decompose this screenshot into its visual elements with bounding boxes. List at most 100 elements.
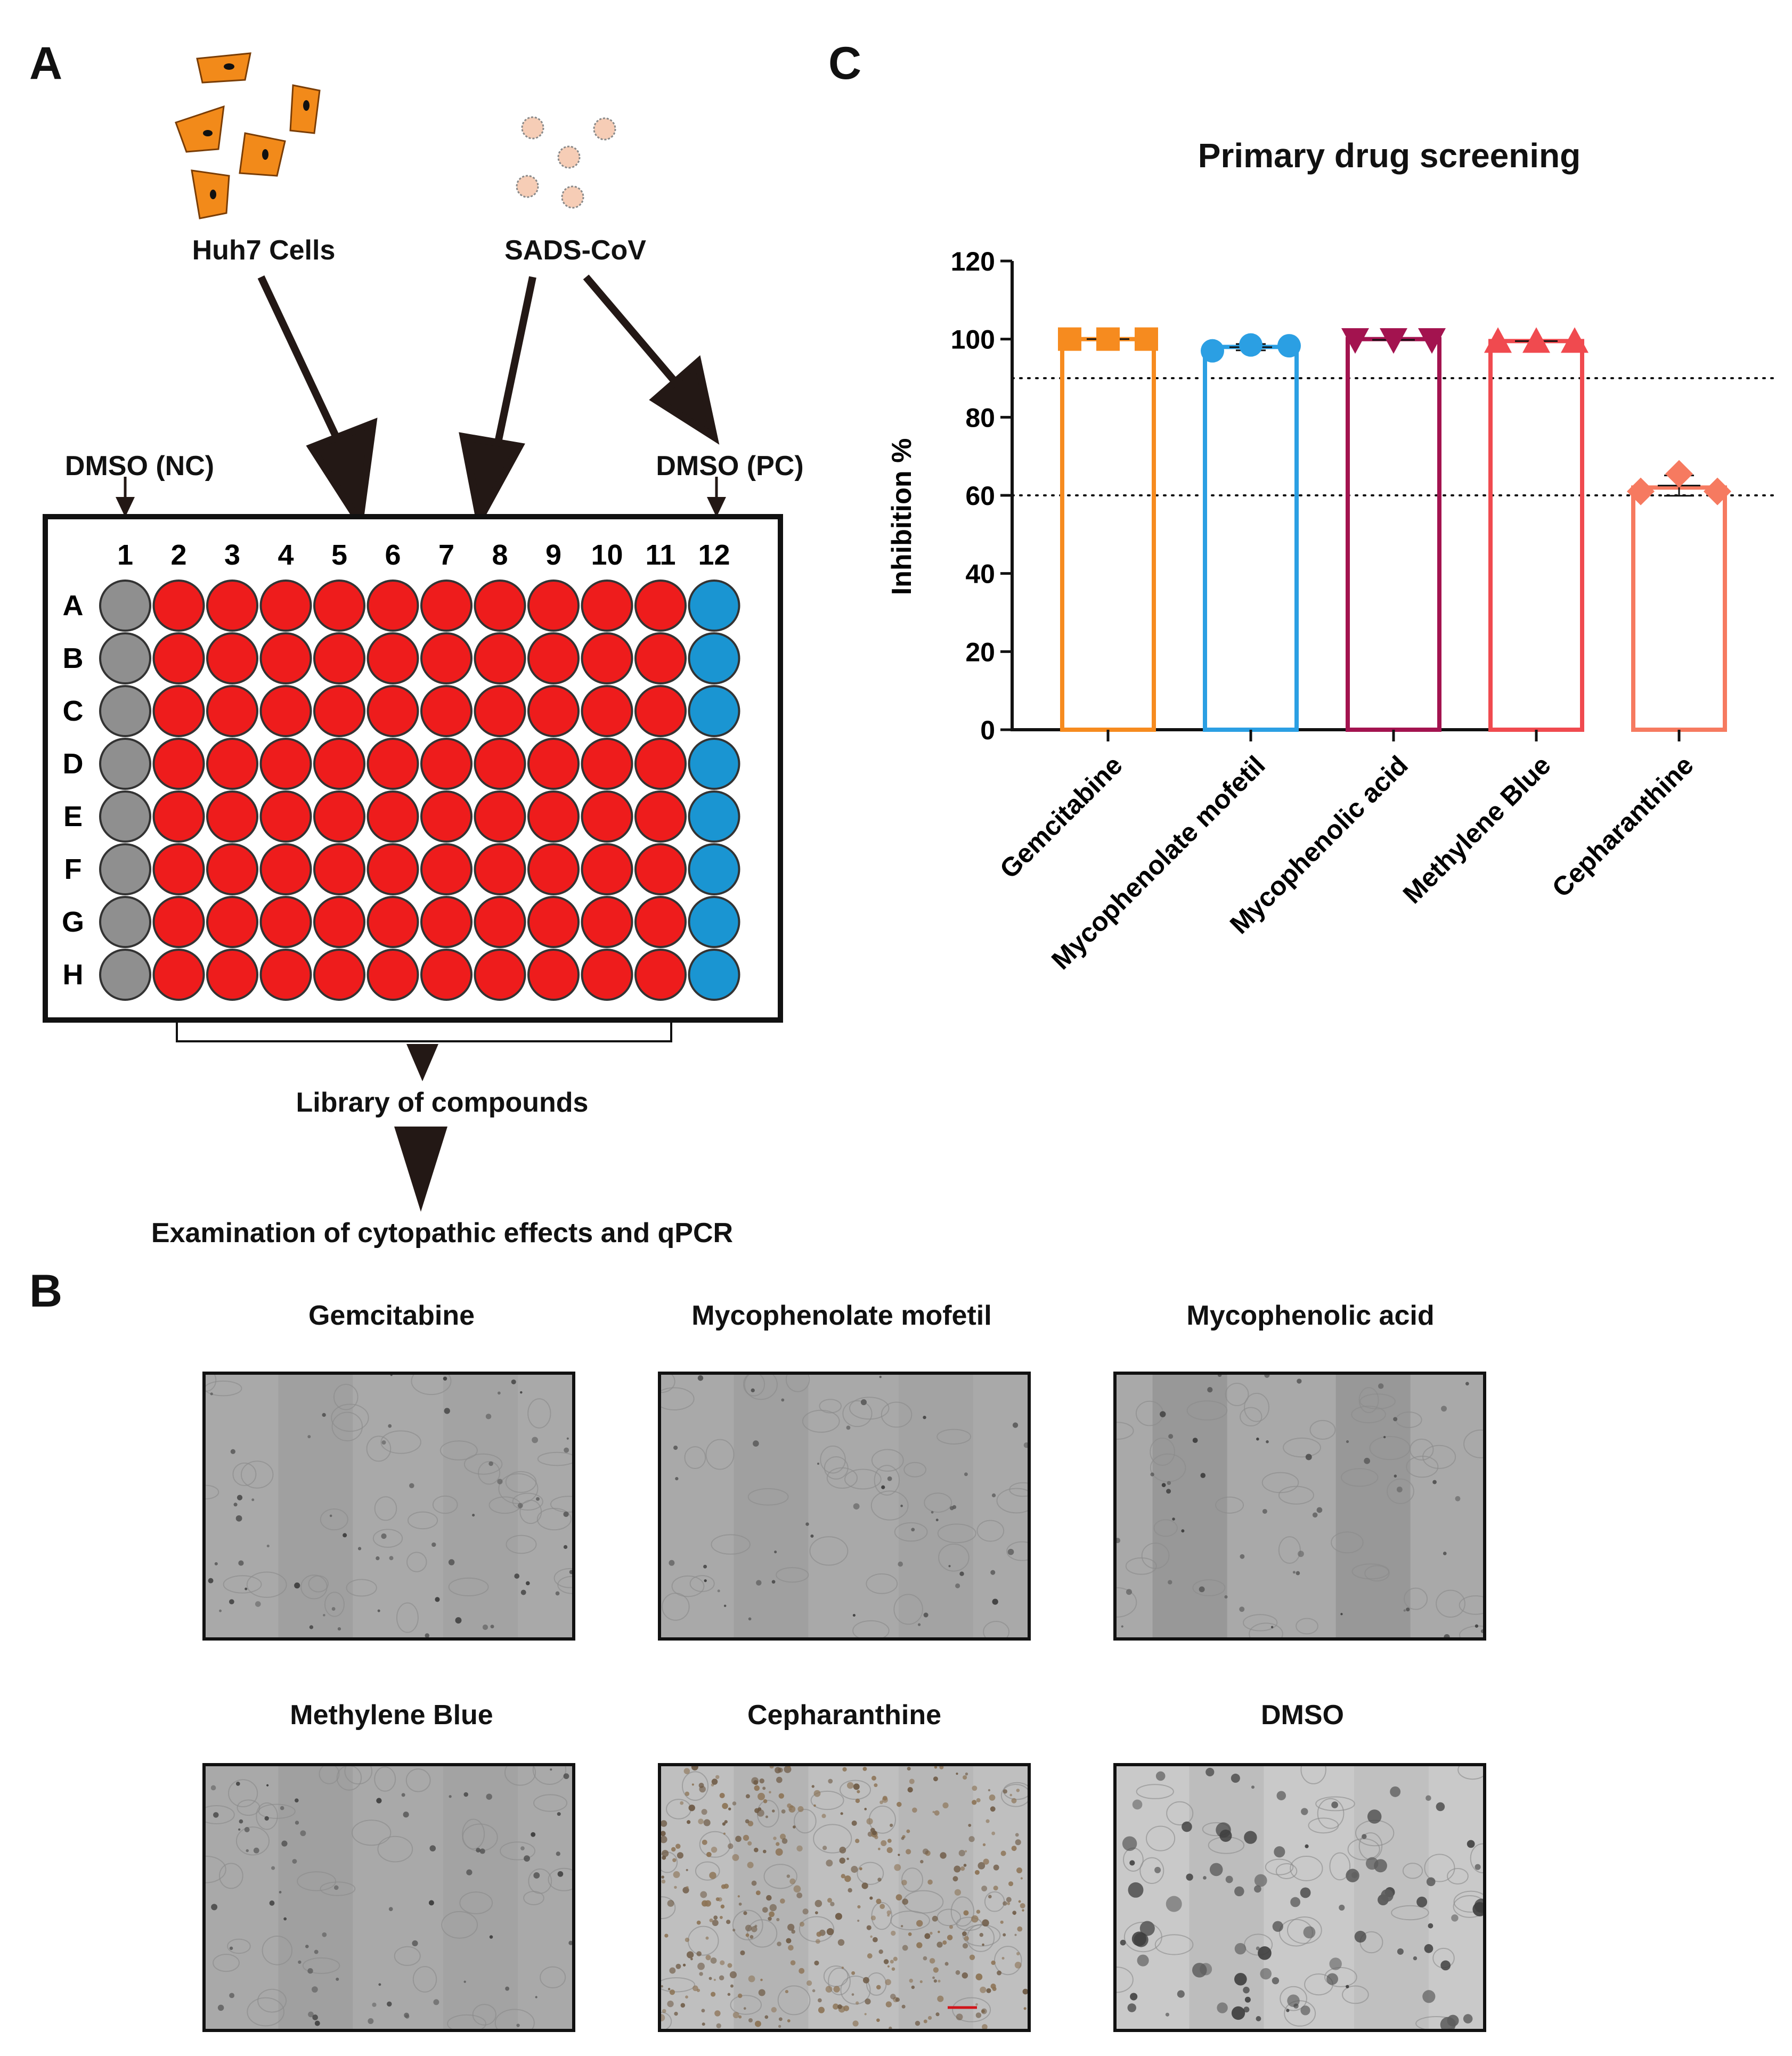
- cell-outline: [1317, 1798, 1345, 1829]
- debris: [751, 1777, 759, 1785]
- well: [474, 949, 526, 1001]
- cell-outline: [448, 1577, 489, 1596]
- y-tick-label: 60: [965, 481, 995, 511]
- debris: [1293, 2003, 1299, 2009]
- debris: [923, 1415, 926, 1419]
- cell-outline: [1315, 1796, 1355, 1812]
- data-point: [1201, 339, 1224, 363]
- well: [313, 949, 365, 1001]
- data-point: [1380, 328, 1407, 354]
- well: [527, 949, 580, 1001]
- well: [634, 685, 687, 737]
- cell-outline: [1424, 1854, 1455, 1882]
- debris: [1154, 1866, 1161, 1873]
- debris: [1326, 1973, 1338, 1985]
- debris: [1023, 1442, 1028, 1448]
- cell-outline: [247, 1997, 285, 2027]
- category-label: Cepharanthine: [1546, 750, 1699, 903]
- well: [259, 843, 312, 895]
- debris: [1474, 1898, 1483, 1913]
- cell-outline: [537, 1451, 572, 1466]
- debris: [981, 2008, 987, 2014]
- debris: [776, 1842, 780, 1846]
- debris: [991, 1493, 996, 1498]
- cell-outline: [1364, 1565, 1390, 1582]
- debris: [1428, 1923, 1433, 1929]
- debris: [693, 1985, 698, 1992]
- debris: [989, 1794, 996, 1801]
- debris: [738, 1993, 743, 1998]
- debris: [1390, 1786, 1401, 1797]
- debris: [405, 2014, 410, 2019]
- debris: [472, 1514, 475, 1517]
- debris: [727, 1843, 734, 1849]
- well: [474, 843, 526, 895]
- column-label: 1: [117, 539, 133, 571]
- debris: [1367, 1809, 1382, 1824]
- debris: [233, 1503, 238, 1507]
- debris: [898, 1854, 900, 1856]
- debris: [711, 1778, 718, 1785]
- debris: [1225, 1875, 1233, 1883]
- debris: [1022, 1909, 1024, 1912]
- cells-illustration: [175, 52, 321, 219]
- debris: [813, 1804, 816, 1807]
- cell-outline: [1150, 1438, 1175, 1466]
- debris: [1424, 1944, 1433, 1953]
- cell-outline: [532, 1766, 567, 1785]
- debris: [409, 1483, 414, 1488]
- debris: [893, 1956, 898, 1961]
- debris: [837, 1939, 845, 1946]
- debris: [737, 1895, 740, 1898]
- debris: [271, 1866, 275, 1870]
- debris: [1167, 1481, 1171, 1485]
- debris: [990, 1570, 996, 1575]
- debris: [790, 1960, 796, 1965]
- debris: [1381, 1889, 1394, 1902]
- micrograph-background: [206, 1375, 572, 1637]
- well: [366, 843, 419, 895]
- debris: [1378, 1383, 1384, 1389]
- debris: [991, 1960, 996, 1965]
- debris: [780, 1898, 785, 1904]
- well: [259, 685, 312, 737]
- debris: [1276, 1791, 1286, 1800]
- debris: [661, 1879, 666, 1884]
- micrograph-dmso: [1113, 1763, 1486, 2032]
- shading-band: [278, 1375, 353, 1637]
- debris: [486, 1793, 492, 1800]
- debris: [688, 1804, 695, 1812]
- cell-outline: [412, 1966, 437, 1993]
- debris: [840, 1812, 843, 1815]
- debris: [388, 1907, 393, 1912]
- cell-outline: [661, 1387, 695, 1410]
- debris: [1467, 1840, 1475, 1848]
- debris: [730, 1984, 734, 1988]
- debris: [923, 1612, 928, 1618]
- well: [206, 790, 258, 843]
- well: [581, 685, 633, 737]
- debris: [788, 1945, 794, 1951]
- cell-outline: [705, 1439, 735, 1470]
- debris: [292, 1859, 297, 1864]
- debris: [862, 1767, 867, 1771]
- debris: [756, 1580, 762, 1586]
- cell-outline: [1123, 1921, 1162, 1953]
- debris: [750, 1935, 754, 1939]
- debris: [1168, 1434, 1174, 1439]
- data-point: [1239, 333, 1262, 357]
- cell-outline: [459, 1891, 493, 1914]
- well: [688, 896, 740, 948]
- well: [99, 843, 151, 895]
- debris: [1014, 1962, 1022, 1969]
- debris: [1251, 1785, 1255, 1789]
- debris: [851, 1820, 857, 1826]
- debris: [1219, 1829, 1232, 1842]
- nc-pointer-icon: [116, 477, 135, 517]
- debris: [251, 1498, 255, 1502]
- cell-outline: [813, 1824, 852, 1854]
- debris: [842, 1767, 847, 1772]
- debris: [885, 1979, 891, 1986]
- row-label: E: [63, 801, 83, 833]
- debris: [466, 1869, 473, 1875]
